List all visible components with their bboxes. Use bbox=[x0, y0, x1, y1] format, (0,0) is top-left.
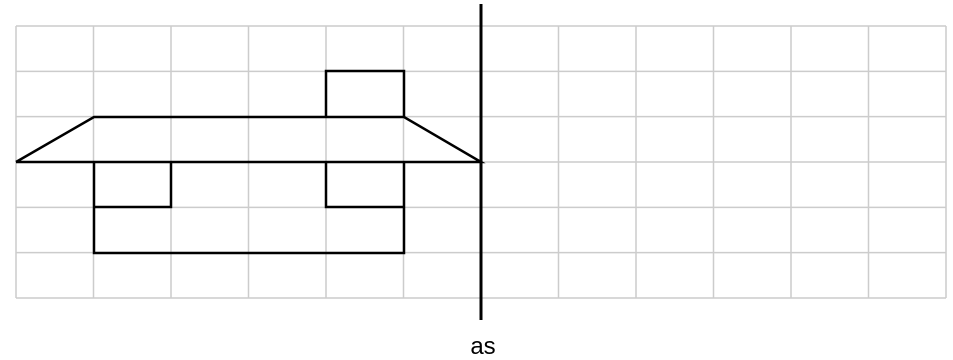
house-chimney bbox=[324, 69, 406, 117]
house-right-window bbox=[324, 162, 404, 209]
house-left-window bbox=[94, 162, 173, 209]
symmetry-axis-label: as bbox=[470, 333, 495, 360]
house-figure bbox=[15, 69, 486, 255]
